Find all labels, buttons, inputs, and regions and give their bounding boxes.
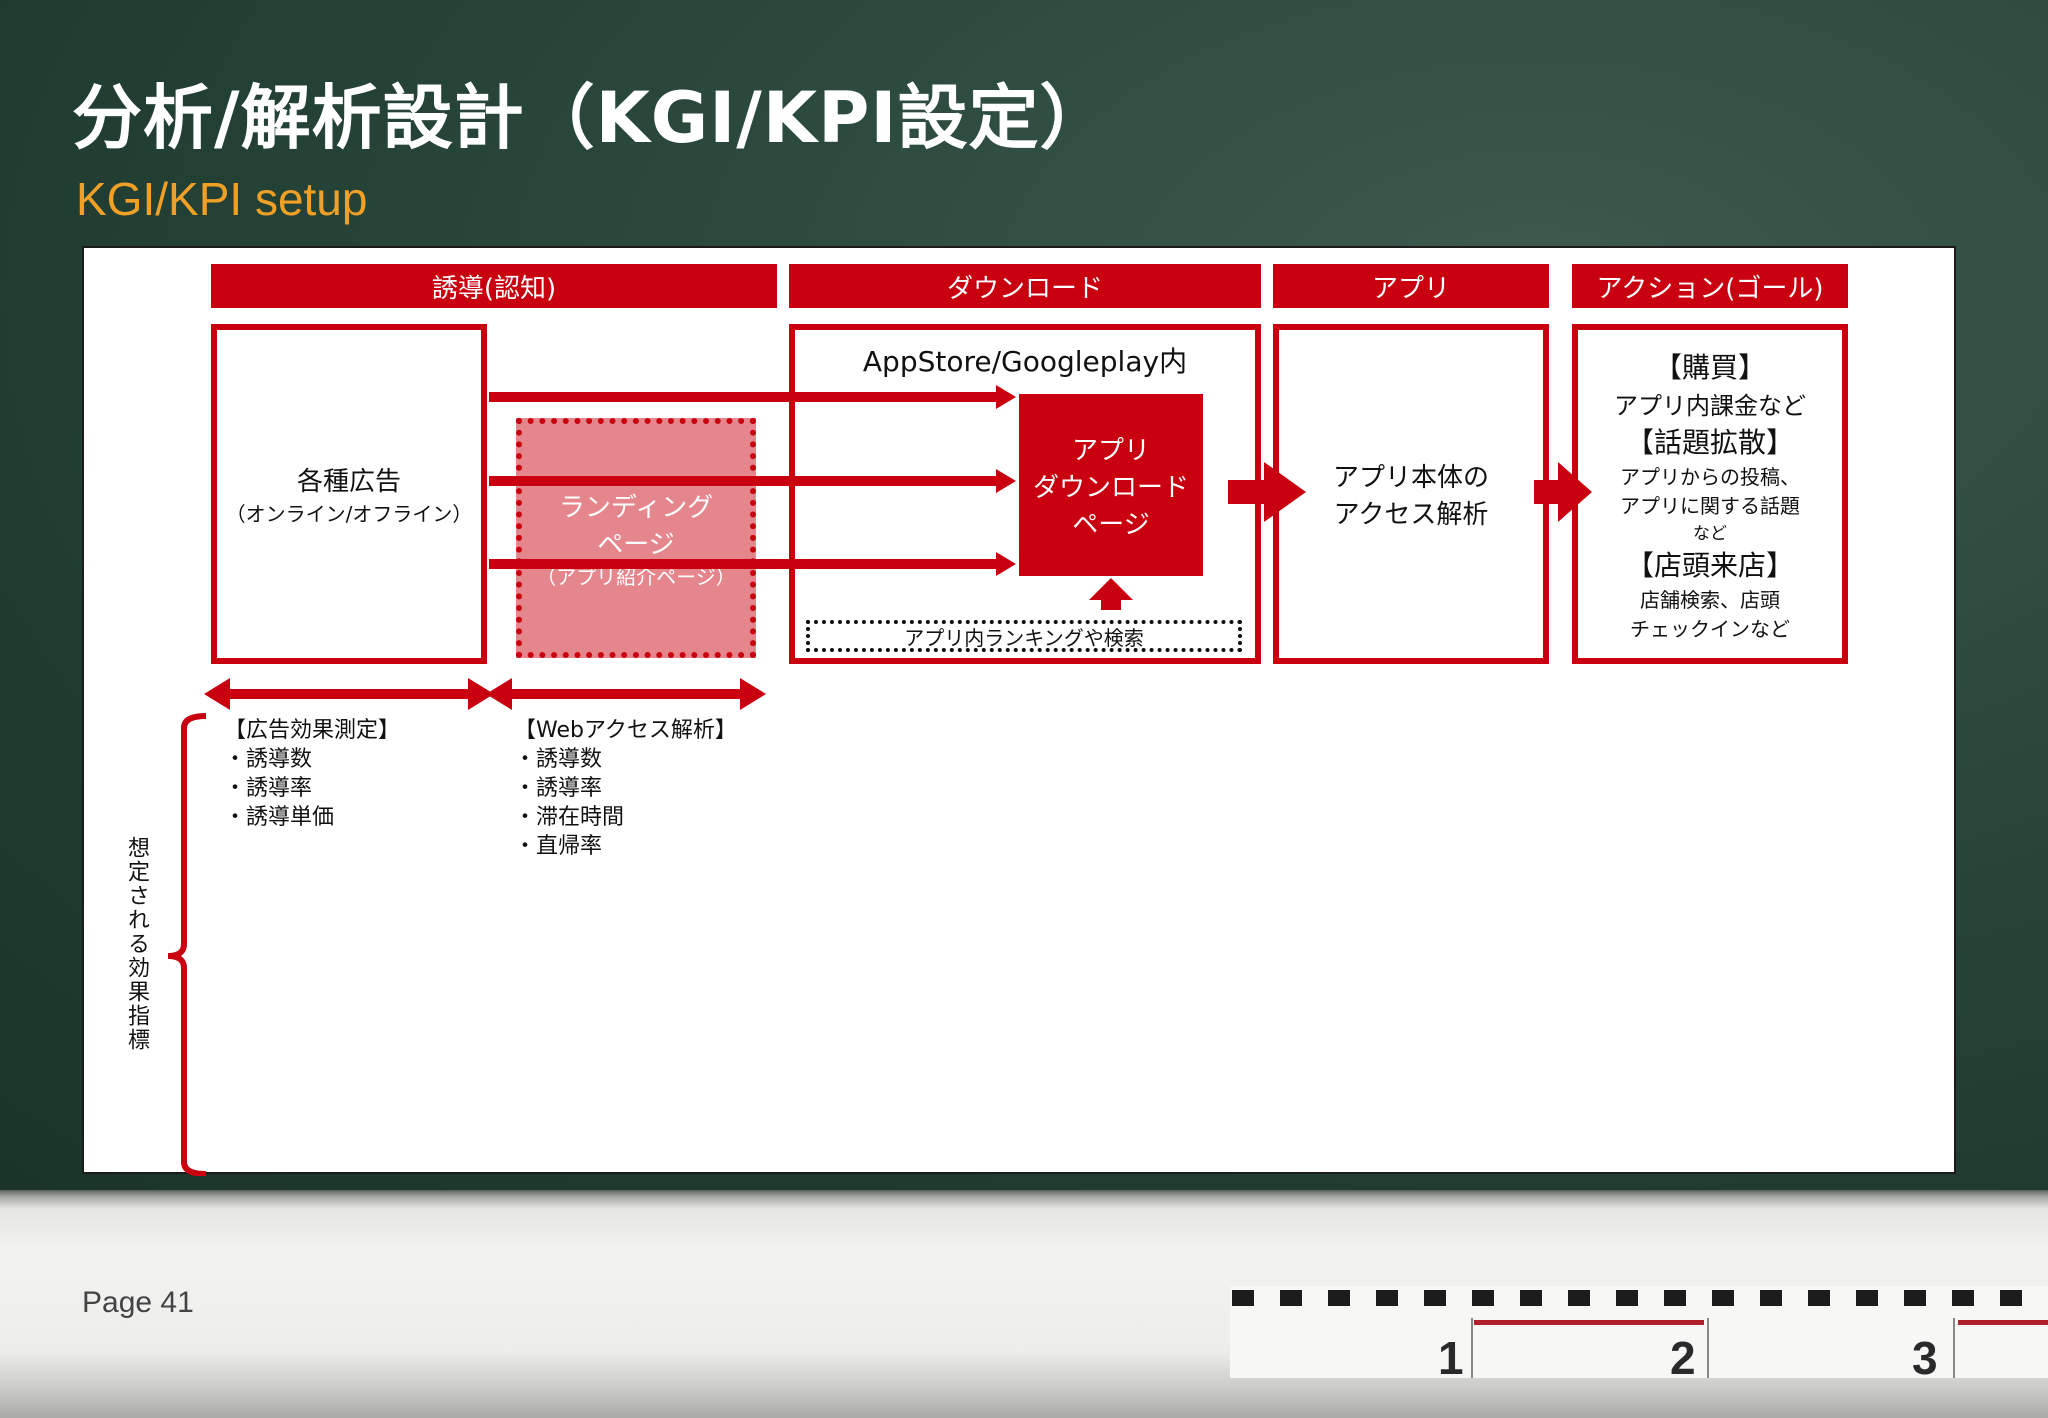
diagram-panel: 誘導(認知) ダウンロード アプリ アクション(ゴール) 各種広告 （オンライン…	[82, 246, 1956, 1176]
slide-subtitle: KGI/KPI setup	[76, 173, 368, 225]
metrics-ad-item: ・誘導単価	[224, 805, 335, 830]
ads-subtitle: （オンライン/オフライン）	[225, 502, 473, 526]
landing-line2: ページ	[597, 529, 675, 560]
landing-page-box: ランディング ページ （アプリ紹介ページ）	[516, 418, 756, 658]
action-line1: アプリ内課金など	[1614, 392, 1806, 420]
range-arrow-web-right	[740, 678, 766, 710]
download-line3: ページ	[1072, 509, 1150, 540]
action-line3: アプリに関する話題	[1620, 494, 1800, 518]
action-line6: チェックインなど	[1630, 617, 1790, 641]
flow-arrow-3	[489, 559, 1001, 569]
stage-header-guidance: 誘導(認知)	[211, 264, 777, 308]
metrics-web-item: ・誘導率	[514, 776, 603, 801]
flow-arrow-1-head	[996, 385, 1016, 409]
metrics-ad-effect-heading: 【広告効果測定】	[224, 718, 401, 743]
app-box: アプリ本体の アクセス解析	[1273, 324, 1549, 664]
metrics-web-heading: 【Webアクセス解析】	[514, 718, 737, 743]
download-line1: アプリ	[1071, 435, 1150, 466]
stage-header-app: アプリ	[1273, 264, 1549, 308]
metrics-ad-effect: 【広告効果測定】 ・誘導数 ・誘導率 ・誘導単価	[224, 716, 400, 832]
stage-header-download: ダウンロード	[789, 264, 1261, 308]
action-heading-visit: 【店頭来店】	[1625, 549, 1794, 582]
metrics-bracket	[167, 713, 207, 1176]
flow-arrow-1	[489, 392, 1001, 402]
stage-arrow-download-app	[1228, 462, 1306, 522]
range-arrow-web-left	[486, 678, 512, 710]
action-line4: など	[1693, 524, 1727, 544]
app-line1: アプリ本体の	[1332, 463, 1489, 493]
ads-box: 各種広告 （オンライン/オフライン）	[211, 324, 487, 664]
flow-arrow-2-head	[996, 469, 1016, 493]
ranking-label: アプリ内ランキングや検索	[904, 625, 1144, 650]
range-arrow-web	[506, 689, 746, 699]
action-heading-spread: 【話題拡散】	[1625, 426, 1794, 459]
flow-arrow-3-head	[996, 552, 1016, 576]
metrics-web-item: ・直帰率	[514, 834, 603, 859]
action-line2: アプリからの投稿、	[1620, 465, 1800, 489]
metrics-ad-item: ・誘導率	[224, 776, 313, 801]
slide-title: 分析/解析設計（KGI/KPI設定）	[72, 77, 1111, 159]
page-number: Page 41	[82, 1286, 194, 1319]
range-arrow-ads-left	[204, 678, 230, 710]
up-arrow	[1089, 578, 1133, 610]
flow-arrow-2	[489, 476, 1001, 486]
app-line2: アクセス解析	[1333, 500, 1489, 530]
landing-line1: ランディング	[558, 492, 714, 523]
action-line5: 店舗検索、店頭	[1640, 588, 1780, 612]
ads-title: 各種広告	[296, 467, 401, 497]
download-page-box: アプリ ダウンロード ページ	[1019, 394, 1203, 576]
ranking-box: アプリ内ランキングや検索	[806, 620, 1242, 652]
chalk-tray	[0, 1190, 2048, 1418]
action-heading-purchase: 【購買】	[1653, 351, 1766, 384]
metrics-web-access: 【Webアクセス解析】 ・誘導数 ・誘導率 ・滞在時間 ・直帰率	[514, 716, 737, 861]
metrics-ad-item: ・誘導数	[224, 747, 313, 772]
range-arrow-ads	[224, 689, 474, 699]
stage-header-action: アクション(ゴール)	[1572, 264, 1848, 308]
diagram-arrows	[167, 385, 1592, 1176]
range-arrow-ads-right	[468, 678, 494, 710]
side-label: 想定される効果指標	[124, 836, 149, 1052]
metrics-web-item: ・誘導数	[514, 747, 603, 772]
download-line2: ダウンロード	[1032, 472, 1189, 503]
store-title: AppStore/Googleplay内	[862, 345, 1188, 378]
metrics-web-item: ・滞在時間	[514, 805, 625, 830]
stage-arrow-app-action	[1534, 462, 1592, 522]
